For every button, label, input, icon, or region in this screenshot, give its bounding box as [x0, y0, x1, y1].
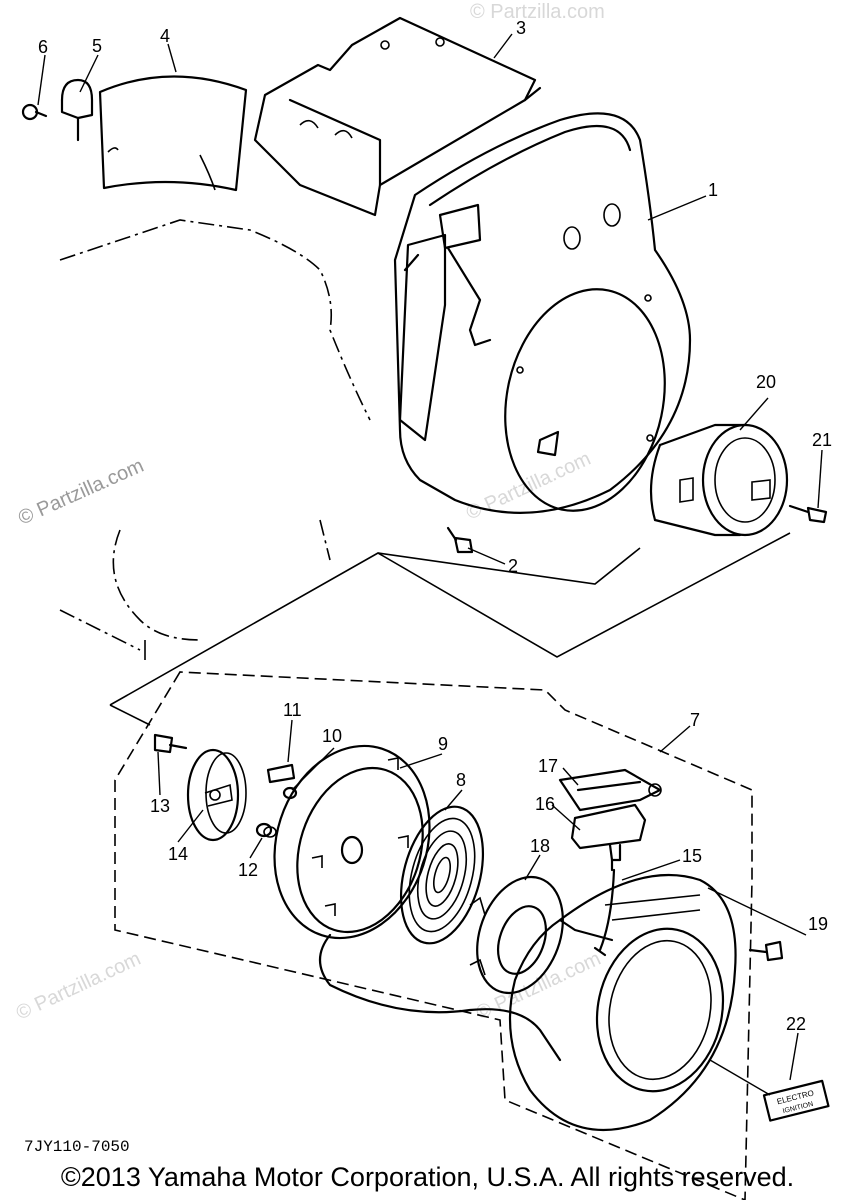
copyright-notice: ©2013 Yamaha Motor Corporation, U.S.A. A… — [60, 1162, 795, 1192]
part-20-ring-cup — [649, 423, 789, 537]
part-6-bolt — [21, 103, 48, 121]
callout-1: 1 — [708, 180, 718, 200]
part-14-ratchet — [186, 748, 247, 842]
callout-21: 21 — [812, 430, 832, 450]
part-3-top-cover — [253, 16, 542, 217]
callout-14: 14 — [168, 844, 188, 864]
callout-5: 5 — [92, 36, 102, 56]
part-4-shroud-plate — [98, 75, 248, 192]
callout-16: 16 — [535, 794, 555, 814]
part-8-spiral-spring — [399, 805, 485, 945]
assembly-lines — [109, 532, 791, 726]
callout-6: 6 — [38, 37, 48, 57]
engine-outline — [59, 219, 371, 660]
part-9-pulley — [273, 744, 431, 940]
part-16-switch — [570, 803, 647, 872]
callout-19: 19 — [808, 914, 828, 934]
part-18-plate — [469, 875, 564, 995]
part-15-wire — [598, 868, 616, 952]
callout-17: 17 — [538, 756, 558, 776]
watermark-faint: © Partzilla.com — [470, 1, 605, 23]
callout-3: 3 — [516, 18, 526, 38]
part-7-recoil-starter-boundary — [114, 671, 753, 1200]
starter-rope — [318, 933, 562, 1062]
drawing-code: 7JY110-7050 — [24, 1138, 130, 1156]
watermark-faint: © Partzilla.com — [13, 948, 144, 1025]
callout-11: 11 — [283, 700, 302, 720]
callout-22: 22 — [786, 1014, 806, 1034]
part-11-pin — [266, 763, 296, 784]
callout-2: 2 — [508, 556, 518, 576]
callout-8: 8 — [456, 770, 466, 790]
part-2-bolt — [446, 526, 474, 554]
callout-12: 12 — [238, 860, 258, 880]
watermark-faint: © Partzilla.com — [473, 948, 604, 1025]
part-19-bolt — [748, 940, 784, 962]
watermark: © Partzilla.com — [15, 455, 147, 530]
callout-9: 9 — [438, 734, 448, 754]
part-13-bolt — [153, 733, 188, 754]
part-22-label: ELECTRO IGNITION — [762, 1079, 830, 1122]
callout-4: 4 — [160, 26, 170, 46]
callout-13: 13 — [150, 796, 170, 816]
callout-7: 7 — [690, 710, 700, 730]
part-1-fan-housing — [393, 112, 692, 514]
starter-case — [508, 873, 737, 1132]
part-21-bolt — [788, 504, 828, 524]
leader-lines — [37, 33, 823, 1096]
callout-numbers: 6 5 4 3 1 2 20 21 7 11 10 9 8 13 14 12 1… — [38, 18, 832, 1034]
callout-10: 10 — [322, 726, 342, 746]
part-17-switch-cover — [558, 768, 662, 812]
callout-15: 15 — [682, 846, 702, 866]
part-5-clamp — [60, 78, 94, 142]
callout-20: 20 — [756, 372, 776, 392]
callout-18: 18 — [530, 836, 550, 856]
part-12-spring — [255, 822, 277, 838]
